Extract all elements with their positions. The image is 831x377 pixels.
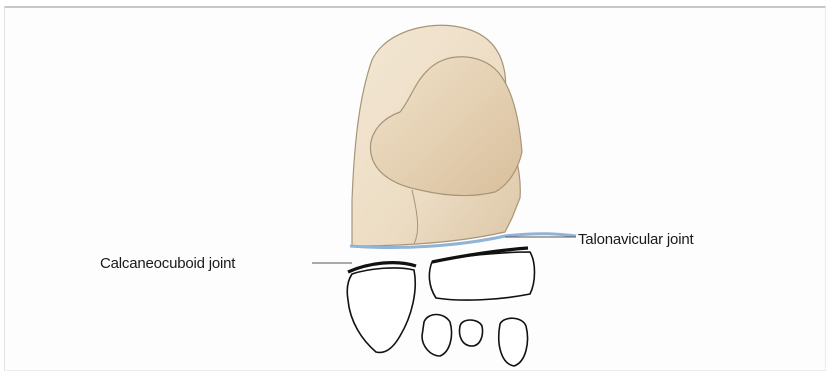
cuneiform-lateral-bone (499, 318, 528, 366)
talonavicular-joint-label: Talonavicular joint (578, 231, 693, 248)
cuneiform-intermediate-bone (460, 320, 483, 346)
cuboid-bone (347, 268, 415, 353)
calcaneocuboid-joint-label: Calcaneocuboid joint (100, 255, 235, 272)
cuneiform-medial-bone (422, 315, 452, 357)
